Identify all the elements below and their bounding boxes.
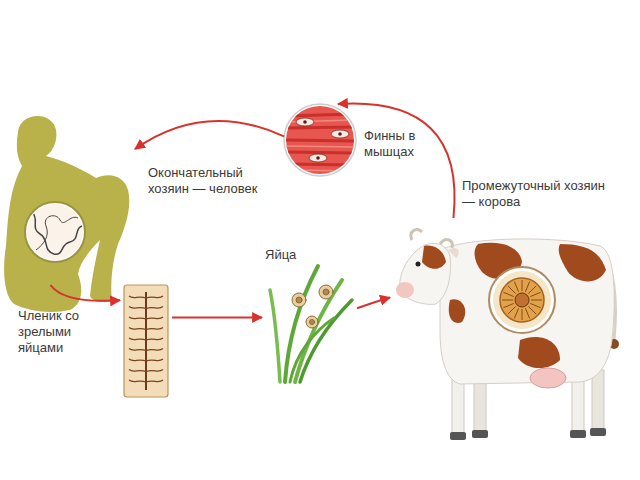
- segment-node: Членик со зрелыми яйцами: [120, 283, 172, 398]
- cycle-arrow: [357, 297, 390, 308]
- cow: [396, 230, 619, 440]
- host-label: Яйца: [265, 247, 317, 263]
- label-holder: Финны в мышцах: [364, 128, 441, 160]
- cow-node: Промежуточный хозяин — корова: [390, 218, 625, 445]
- cycle-arrow: [135, 121, 284, 149]
- human-node: Окончательный хозяин — человек: [5, 115, 135, 285]
- host-label: Окончательный хозяин — человек: [148, 165, 275, 197]
- cycle-arrow: [172, 316, 262, 318]
- host-label: Финны в мышцах: [364, 128, 441, 160]
- label-holder: Окончательный хозяин — человек: [148, 165, 275, 197]
- host-label: Членик со зрелыми яйцами: [18, 308, 105, 356]
- cycle-arrow: [338, 104, 455, 218]
- proglottid: [124, 285, 168, 397]
- muscle-node: Финны в мышцах: [284, 104, 356, 176]
- label-holder: Яйца: [265, 247, 317, 263]
- label-holder: Членик со зрелыми яйцами: [18, 308, 105, 356]
- muscle-inset: [284, 104, 356, 176]
- host-label: Промежуточный хозяин — корова: [462, 178, 614, 210]
- cycle-arrow: [51, 285, 121, 301]
- label-holder: Промежуточный хозяин — корова: [462, 178, 614, 210]
- grass-node: Яйца: [262, 268, 357, 383]
- grass-with-eggs: [270, 266, 352, 382]
- human-figure: [4, 116, 129, 312]
